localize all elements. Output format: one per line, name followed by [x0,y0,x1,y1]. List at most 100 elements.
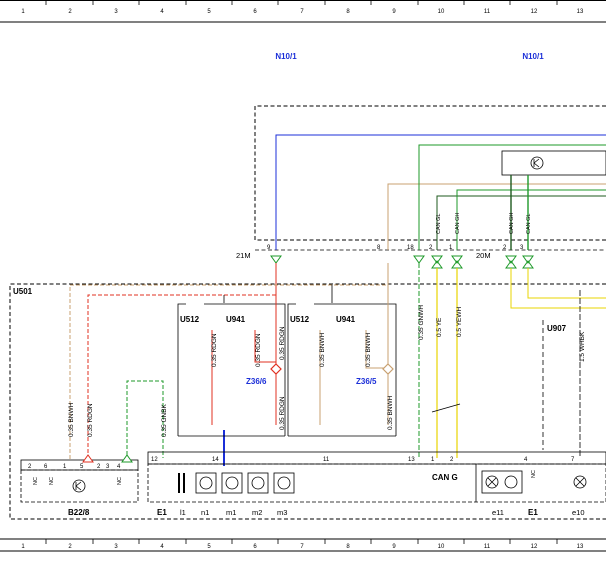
bottom-pin-2b: 2 [97,464,101,470]
top-pin-18: 18 [407,245,414,251]
can-twist-marker [431,403,461,413]
splice-z36-5-icon [382,363,394,375]
wire-yellow-right [510,268,606,309]
u501-label: U501 [13,287,33,296]
bottom-pin-14: 14 [212,457,219,463]
ruler-number: 1 [21,544,25,550]
label-e1-left: E1 [157,508,167,517]
ruler-number: 1 [21,9,25,15]
bottom-pin-12: 12 [151,457,158,463]
connector-21m: 21M [236,251,251,260]
ruler-number: 2 [68,9,72,15]
module-title-n10-right: N10/1 [522,52,544,61]
splice-z36-6: Z36/6 [246,377,267,386]
transistor-icon [530,156,544,170]
nc-label-2: NC [49,477,55,485]
bottom-pin-2c: 2 [450,457,454,463]
code-u512-a: U512 [180,315,200,324]
bottom-pin-4b: 4 [524,457,528,463]
bottom-pin-11: 11 [323,457,330,463]
code-group-right: U512 U941 [287,303,397,437]
ruler-number: 3 [114,9,118,15]
top-pin-8: 8 [377,245,381,251]
wire-label-gnbk: 0.35 GNBK [161,403,168,437]
ruler-number: 8 [346,544,350,550]
n10-module-box [254,105,606,241]
wire-label-rdgn-5: 0.35 RDGN [279,396,286,430]
wire-can-gh-left [456,189,606,250]
wire-tan-dist [69,263,389,460]
wire-label-yewh: 0.5 YEWH [456,306,463,337]
label-b22-8: B22/8 [68,508,90,517]
wire-can-gl-left [436,195,606,250]
wire-tan-top [387,183,606,250]
label-m3: m3 [277,508,287,517]
wire-label-rdgn-1: 0.35 RDGN [87,403,94,437]
wire-label-ye: 0.5 YE [436,317,443,337]
ruler-number: 5 [207,9,211,15]
label-e10: e10 [572,508,585,517]
bottom-triangle-1 [82,454,94,463]
e1-component-box [147,463,606,503]
connector-20m: 20M [476,251,491,260]
nc-label-1: NC [33,477,39,485]
ruler-number: 6 [253,544,257,550]
ruler-number: 11 [484,544,491,550]
wire-label-bnwh-1: 0.35 BNWH [68,402,75,437]
label-e11: e11 [492,508,504,517]
wire-label-rdgn-3: 0.35 RDGN [255,333,262,367]
connector-triangles [270,255,534,269]
ruler-number: 2 [68,544,72,550]
wire-yellow-right-2 [527,268,606,299]
top-pin-2a: 2 [429,245,433,251]
ruler-number: 12 [531,9,538,15]
ruler-number: 11 [484,9,491,15]
ruler-number: 3 [114,544,118,550]
code-u512-b: U512 [290,315,310,324]
can-label-3: CAN GH [509,213,515,234]
wire-rdgn-2 [254,330,276,363]
module-title-n10-left: N10/1 [275,52,297,61]
splice-z36-6-icon [270,363,282,375]
b22-8-component [20,469,139,503]
b22-8-connector [20,459,139,471]
can-label-4: CAN GL [526,214,532,234]
wire-label-rdgn-2: 0.35 RDGN [211,333,218,367]
b22-8-transistor-icon [72,479,86,493]
label-n1: n1 [201,508,209,517]
bottom-pin-13: 13 [408,457,415,463]
wire-label-bnwh-2: 0.35 BNWH [319,332,326,367]
bottom-pin-1a: 1 [63,464,67,470]
ruler-number: 13 [577,544,584,550]
wire-gnbk [126,380,164,458]
bottom-pin-5: 5 [80,464,84,470]
can-label-1: CAN GL [436,214,442,234]
bottom-triangle-2 [121,454,133,463]
label-l1: l1 [180,508,186,517]
ruler-number: 12 [531,544,538,550]
top-pin-1: 1 [449,245,453,251]
ruler-number: 9 [392,9,396,15]
top-pin-9: 9 [267,245,271,251]
label-e1-right: E1 [528,508,538,517]
top-pin-3: 3 [520,245,524,251]
ruler-number: 10 [438,9,445,15]
ruler-number: 7 [300,9,304,15]
u907-label: U907 [547,324,567,333]
can-label-2: CAN GH [455,213,461,234]
bottom-pin-2a: 2 [28,464,32,470]
bottom-pin-4a: 4 [117,464,121,470]
bottom-pin-7: 7 [571,457,575,463]
splice-z36-5: Z36/5 [356,377,377,386]
ruler-number: 7 [300,544,304,550]
code-group-left: U512 U941 [177,303,286,437]
label-m2: m2 [252,508,262,517]
ruler-number: 4 [160,544,164,550]
ruler-number: 5 [207,544,211,550]
wire-blue-top [275,134,606,250]
can-g-label: CAN G [432,473,458,482]
wire-label-rdgn-4: 0.35 RDGN [279,326,286,360]
